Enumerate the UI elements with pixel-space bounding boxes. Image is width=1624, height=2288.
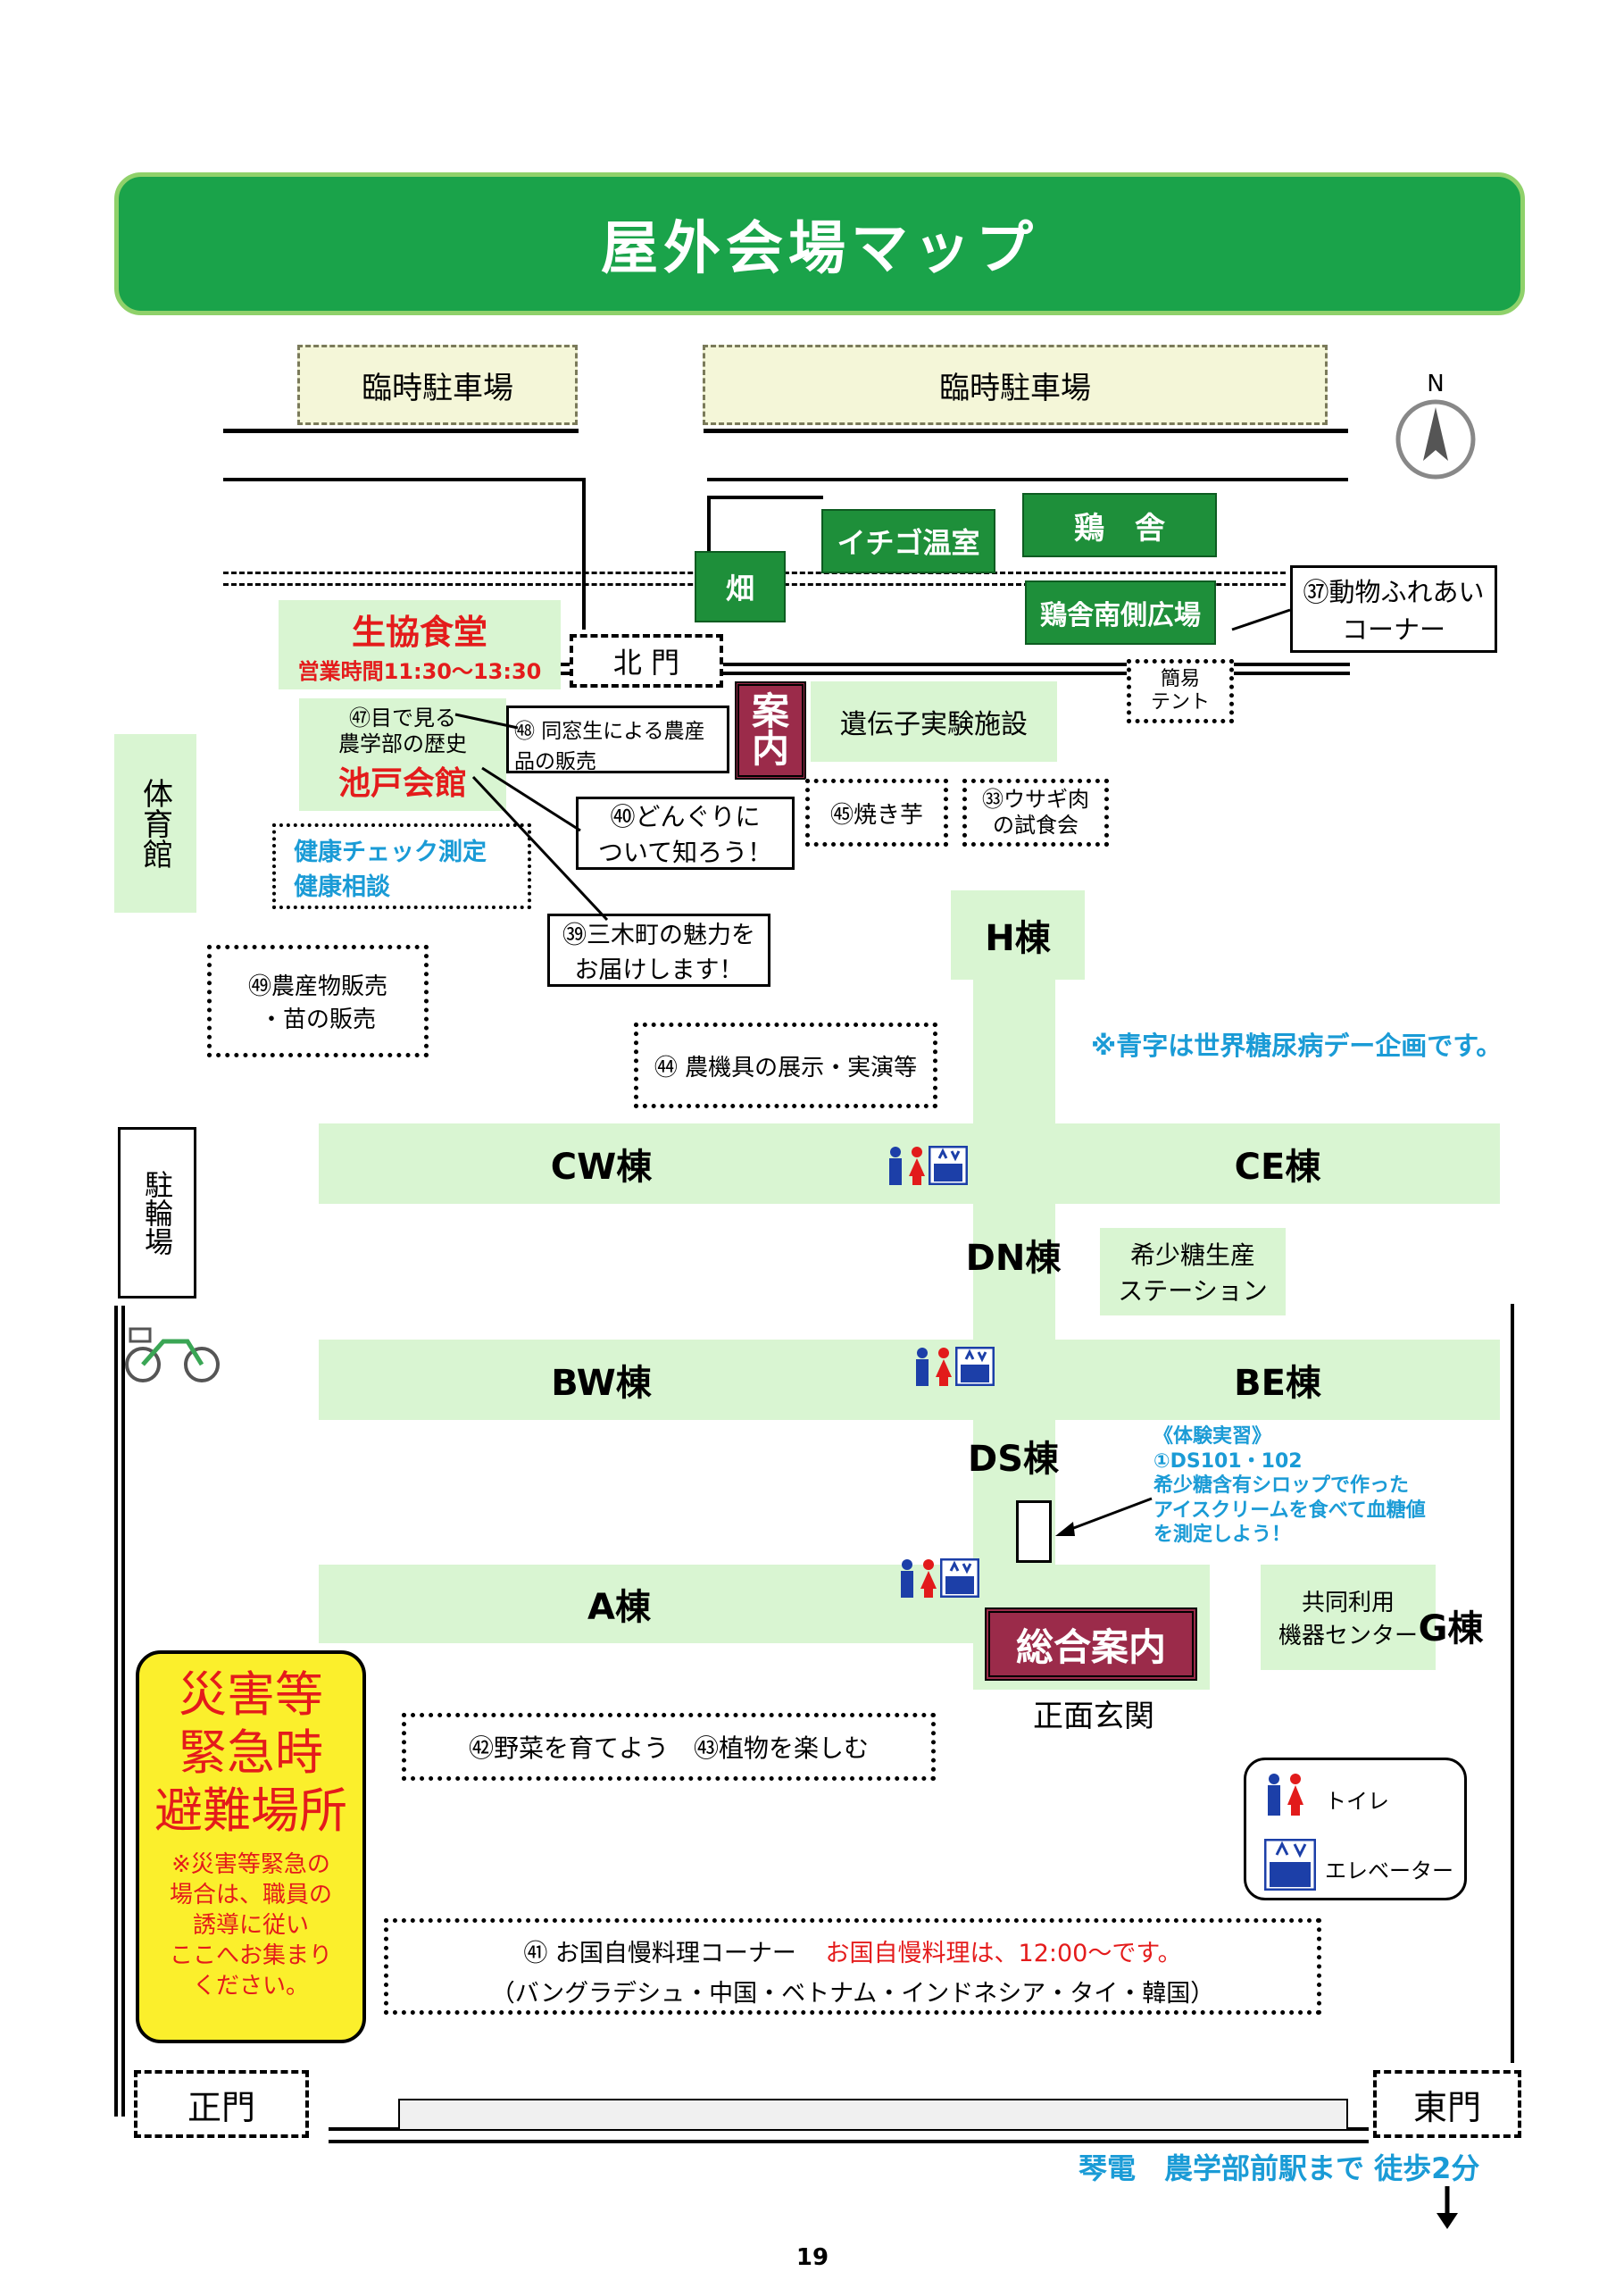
campus-boundary [329, 2140, 1369, 2143]
facility-icons-bw [912, 1347, 995, 1386]
building-bw: BW棟 [319, 1340, 973, 1420]
cuisine-corner-countries: （バングラデシュ・中国・ベトナム・インドネシア・タイ・韓国） [490, 1980, 1215, 2008]
gymnasium: 体育館 [114, 734, 196, 913]
ds-room-marker [1016, 1500, 1052, 1563]
simple-tent: 簡易 テント [1127, 659, 1234, 723]
experience-program-note: 《体験実習》 ①DS101・102 希少糖含有シロップで作った アイスクリームを… [1153, 1425, 1426, 1546]
front-road [398, 2099, 1348, 2131]
building-ce: CE棟 [1055, 1123, 1500, 1204]
facility-icons-a [897, 1558, 979, 1598]
event-41-cuisine-corner: ㊶ お国自慢料理コーナー お国自慢料理は、12:00〜です。 （バングラデシュ・… [384, 1918, 1321, 2015]
legend-elevator-label: エレベーター [1325, 1858, 1453, 1883]
front-entrance-label: 正面玄関 [1033, 1698, 1154, 1734]
road-line [223, 478, 585, 481]
strawberry-greenhouse: イチゴ温室 [821, 509, 995, 573]
road-line [707, 496, 823, 499]
road-line [704, 429, 1348, 433]
event-44-farm-machinery: ㊹ 農機具の展示・実演等 [634, 1023, 937, 1108]
gene-research-facility: 遺伝子実験施設 [811, 681, 1057, 762]
elevator-icon [1264, 1839, 1316, 1891]
arrow-icon [1055, 1497, 1153, 1536]
compass-north-icon: N [1391, 371, 1480, 480]
bicycle-icon [125, 1327, 220, 1382]
event-49-produce-seedlings: ㊾農産物販売 ・苗の販売 [207, 945, 429, 1057]
building-h: H棟 [951, 890, 1085, 980]
rare-sugar-station: 希少糖生産 ステーション [1100, 1228, 1286, 1315]
building-cw: CW棟 [319, 1123, 973, 1204]
event-33-rabbit-tasting: ㉝ウサギ肉 の試食会 [962, 779, 1109, 847]
event-42-43-vegetables-plants: ㊷野菜を育てよう ㊸植物を楽しむ [402, 1713, 936, 1781]
building-ds: DS棟 [967, 1439, 1059, 1480]
event-37-petting-corner: ㊲動物ふれあい コーナー [1290, 565, 1497, 653]
coop-cafeteria: 生協食堂 営業時間11:30〜13:30 [279, 600, 561, 689]
ikedo-exhibit: ㊼目で見る 農学部の歴史 [338, 706, 467, 756]
station-walking-info: 琴電 農学部前駅まで 徒歩2分 [1079, 2151, 1480, 2185]
road-line [582, 478, 586, 630]
building-dn: DN棟 [965, 1238, 1062, 1279]
facility-icons-cw [886, 1146, 968, 1185]
bicycle-parking: 駐輪場 [118, 1127, 196, 1298]
health-check-area: 健康チェック測定 健康相談 [272, 823, 531, 909]
event-48-alumni-sales: ㊽ 同窓生による農産 品の販売 [506, 706, 729, 773]
evacuation-note: ※災害等緊急の 場合は、職員の 誘導に従い ここへお集まり ください。 [169, 1851, 332, 2000]
elevator-icon [929, 1146, 968, 1185]
temporary-parking-right: 臨時駐車場 [703, 345, 1328, 425]
main-gate: 正門 [134, 2070, 309, 2138]
temporary-parking-left: 臨時駐車場 [297, 345, 578, 425]
campus-boundary [121, 1306, 125, 2117]
page-title: 屋外会場マップ [114, 172, 1525, 315]
event-40-acorns: ㊵どんぐりに ついて知ろう！ [576, 797, 795, 870]
road-line [707, 478, 1348, 481]
chicken-house: 鶏 舎 [1022, 493, 1217, 557]
east-gate: 東門 [1373, 2070, 1521, 2138]
general-information: 総合案内 [985, 1607, 1197, 1681]
arrow-down-icon [1437, 2186, 1458, 2229]
toilet-female-icon [936, 1348, 952, 1386]
toilet-male-icon [1268, 1774, 1280, 1816]
legend-toilet-label: トイレ [1325, 1789, 1389, 1814]
evacuation-title: 災害等 緊急時 避難場所 [154, 1666, 347, 1839]
toilet-male-icon [901, 1559, 913, 1598]
map-legend: トイレ エレベーター [1244, 1758, 1467, 1900]
joint-equipment-center: 共同利用 機器センター [1261, 1565, 1436, 1670]
info-booth-small: 案 内 [735, 681, 806, 780]
road-line [279, 672, 1350, 675]
cuisine-corner-time: お国自慢料理は、12:00〜です。 [825, 1940, 1182, 1967]
ikedo-hall-name: 池戸会館 [337, 764, 467, 802]
callout-leader-lines [454, 608, 1291, 922]
elevator-icon [940, 1558, 979, 1598]
event-45-baked-potato: ㊺焼き芋 [805, 779, 948, 847]
cafeteria-name: 生協食堂 [351, 613, 487, 652]
campus-boundary [1511, 1304, 1514, 2063]
toilet-female-icon [920, 1559, 937, 1598]
building-g: G棟 [1418, 1608, 1484, 1649]
building-a: A棟 [319, 1565, 973, 1643]
chicken-south-plaza: 鶏舎南側広場 [1025, 580, 1216, 645]
emergency-evacuation-area: 災害等 緊急時 避難場所 ※災害等緊急の 場合は、職員の 誘導に従い ここへお集… [136, 1650, 366, 2043]
road-line [223, 429, 579, 433]
toilet-female-icon [1287, 1774, 1303, 1816]
cuisine-corner-title: ㊶ お国自慢料理コーナー [523, 1940, 796, 1967]
road-line [279, 663, 1350, 666]
campus-boundary [114, 1306, 118, 2117]
building-be: BE棟 [1055, 1340, 1500, 1420]
toilet-male-icon [916, 1348, 929, 1386]
event-39-miki-town: ㊴三木町の魅力を お届けします！ [547, 914, 770, 987]
elevator-icon [955, 1347, 995, 1386]
cafeteria-hours: 営業時間11:30〜13:30 [297, 659, 542, 684]
blue-text-note: ※青字は世界糖尿病デー企画です。 [1091, 1031, 1503, 1061]
north-gate: 北 門 [570, 634, 723, 688]
field-building: 畑 [695, 551, 786, 622]
toilet-male-icon [889, 1147, 902, 1185]
toilet-female-icon [909, 1147, 925, 1185]
page-number: 19 [795, 2244, 829, 2271]
